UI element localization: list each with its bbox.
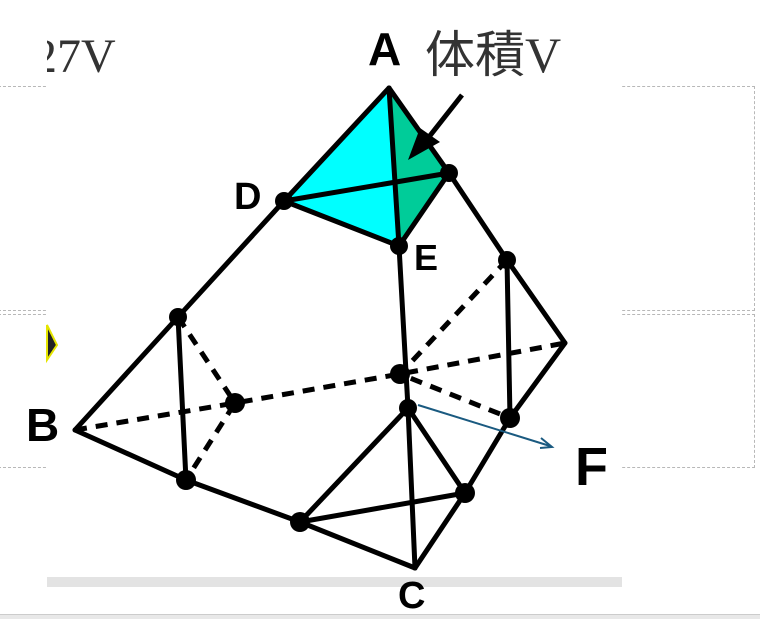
label-e: E — [414, 237, 439, 278]
label-a: A — [368, 23, 402, 75]
edge-d-g — [281, 170, 452, 204]
label-c: C — [398, 575, 426, 617]
edge-a-e — [386, 85, 402, 249]
point-d — [275, 192, 293, 210]
edge-b-c — [72, 427, 418, 571]
edge-right-vertical — [504, 257, 513, 421]
edge-d-e — [281, 198, 402, 249]
f-arrow-head — [539, 437, 555, 449]
edge-e-g — [396, 170, 452, 249]
point — [290, 512, 310, 532]
point — [390, 364, 410, 384]
point-f — [399, 399, 417, 417]
edge-f-c — [405, 405, 418, 571]
label-b: B — [26, 399, 60, 451]
edge-left-vertical — [175, 314, 189, 483]
bottom-edge — [0, 614, 760, 619]
edge-f-p — [297, 405, 411, 525]
face-aeg — [389, 88, 449, 246]
label-d: D — [234, 176, 262, 218]
partial-volume-text: 27V — [33, 30, 116, 83]
f-arrow-line — [417, 404, 551, 447]
point — [500, 408, 520, 428]
volume-label: 体積V — [425, 27, 562, 83]
point-e — [390, 237, 408, 255]
volume-arrow-line — [423, 93, 464, 144]
volume-arrow-head — [408, 128, 440, 160]
edge-a-r — [386, 85, 568, 346]
point — [455, 483, 475, 503]
hidden-edge-right — [395, 258, 511, 421]
point-g — [440, 164, 458, 182]
point — [225, 393, 245, 413]
edge-r-c — [412, 340, 568, 571]
edge-p-q — [297, 490, 468, 525]
yellow-marker-icon — [46, 324, 59, 364]
label-f: F — [575, 437, 608, 497]
edge-f-q — [405, 405, 468, 496]
point — [498, 251, 516, 269]
point — [176, 470, 196, 490]
hidden-edge-b-r — [74, 340, 566, 433]
edge-a-b — [72, 85, 392, 433]
face-ade — [284, 88, 399, 246]
point — [169, 308, 187, 326]
scrollbar-track — [47, 577, 622, 587]
